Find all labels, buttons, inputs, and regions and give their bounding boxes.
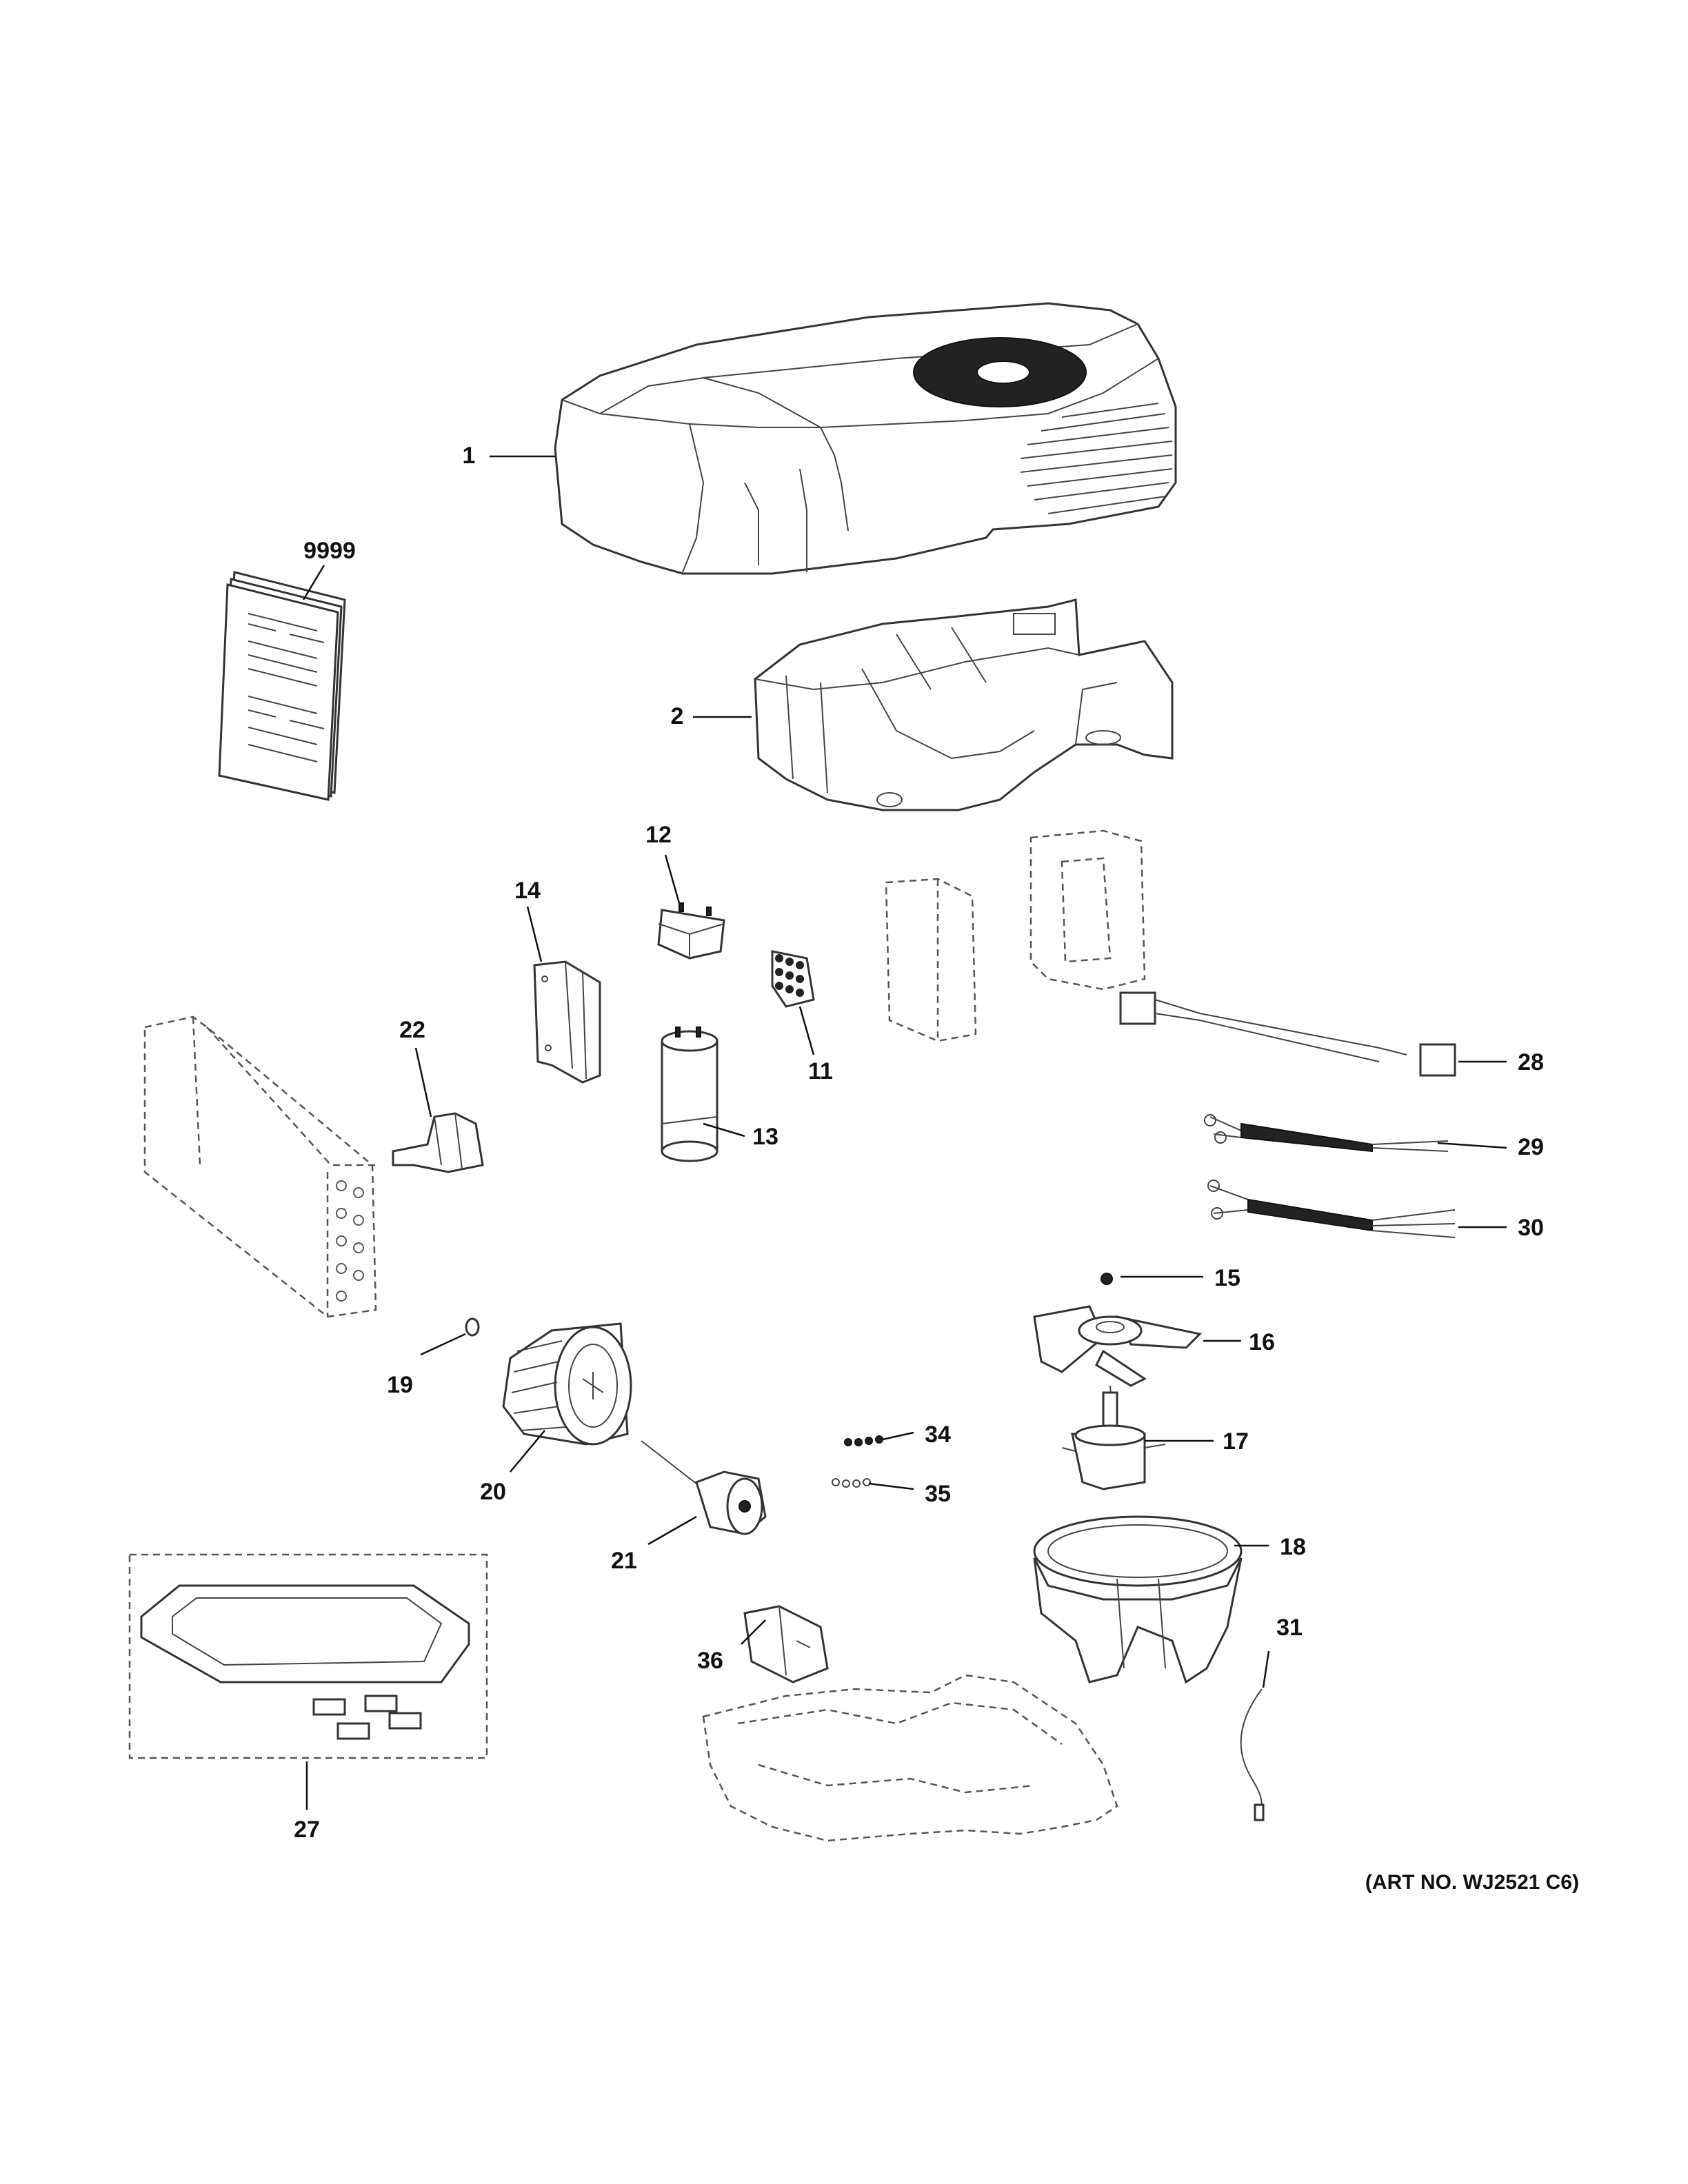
nut: [1101, 1273, 1113, 1285]
label-18: 18: [1280, 1534, 1306, 1560]
motor-bracket: [743, 1605, 829, 1684]
label-11: 11: [808, 1058, 833, 1084]
connector-harness: [1119, 991, 1456, 1077]
label-14: 14: [514, 878, 541, 904]
label-16: 16: [1249, 1329, 1275, 1355]
label-20: 20: [480, 1479, 506, 1505]
label-36: 36: [697, 1648, 723, 1674]
label-17: 17: [1223, 1428, 1249, 1455]
wire-harness-b: [1207, 1180, 1456, 1238]
label-22: 22: [399, 1017, 425, 1043]
leader-lines: [302, 455, 1507, 1810]
label-15: 15: [1214, 1265, 1240, 1291]
callout-labels: 1 9999 2 12 14 11 22 13 28 29 30 15 16 1…: [294, 443, 1544, 1843]
inner-housing: [754, 598, 1174, 811]
art-number: (ART NO. WJ2521 C6): [1365, 1871, 1579, 1894]
label-30: 30: [1518, 1215, 1544, 1241]
blower-wheel: [502, 1322, 632, 1446]
capacitor: [661, 1027, 719, 1162]
gasket-kit: [128, 1553, 488, 1759]
control-box-outline: [885, 829, 1146, 1042]
label-27: 27: [294, 1817, 320, 1843]
label-13: 13: [752, 1124, 778, 1150]
label-31: 31: [1276, 1615, 1303, 1641]
label-34: 34: [925, 1422, 951, 1448]
label-29: 29: [1518, 1134, 1544, 1160]
wire-harness-a: [1204, 1114, 1449, 1153]
label-9999: 9999: [303, 538, 356, 564]
shroud-cover: [554, 302, 1177, 575]
label-35: 35: [925, 1481, 951, 1507]
fan-motor: [1061, 1385, 1166, 1490]
label-2: 2: [671, 703, 684, 729]
clip: [392, 1112, 484, 1173]
relay: [657, 902, 725, 960]
label-21: 21: [611, 1548, 637, 1574]
label-28: 28: [1518, 1049, 1544, 1075]
coil-outline: [143, 1015, 377, 1318]
label-19: 19: [387, 1372, 413, 1398]
label-1: 1: [463, 443, 476, 469]
manual-booklet: [218, 571, 346, 801]
screws: [844, 1435, 883, 1446]
terminal-block: [771, 950, 815, 1008]
sensor: [1240, 1688, 1265, 1821]
washers: [832, 1478, 871, 1488]
fan-blade: [1033, 1305, 1203, 1387]
blower-nut: [465, 1317, 480, 1337]
blower-motor: [641, 1440, 767, 1535]
label-12: 12: [645, 822, 672, 848]
fan-shroud-ring: [1033, 1515, 1243, 1684]
bracket: [533, 960, 601, 1084]
base-pan-outline: [702, 1674, 1118, 1842]
